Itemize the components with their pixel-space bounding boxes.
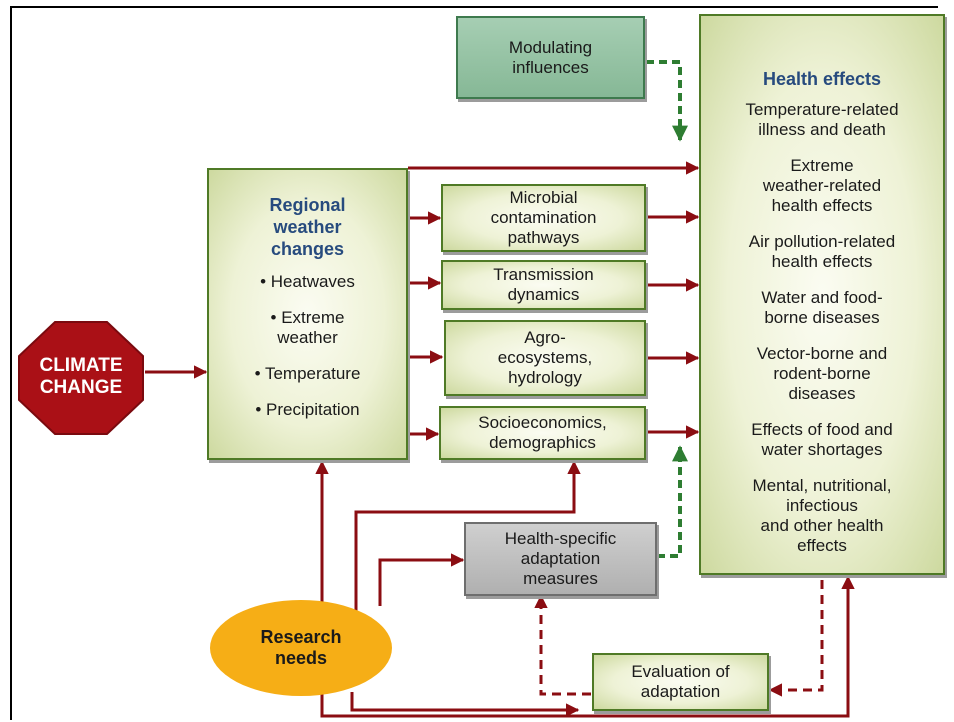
arrow-research-to-adaptation (378, 553, 465, 606)
agro-ecosystems-box: Agro- ecosystems, hydrology (444, 320, 646, 396)
health-item-temperature: Temperature-related illness and death (745, 100, 899, 139)
evaluation-of-adaptation-label: Evaluation of adaptation (631, 662, 730, 701)
arrow-research-to-health (320, 575, 855, 718)
agro-ecosystems-label: Agro- ecosystems, hydrology (497, 328, 593, 387)
health-effects-list: Temperature-related illness and death Ex… (739, 100, 904, 572)
arrow-modulating-to-health (646, 60, 688, 142)
arrow-health-to-evaluation (768, 580, 824, 697)
regional-item-extreme-weather: • Extreme weather (270, 308, 345, 347)
regional-item-temperature: • Temperature (254, 364, 361, 383)
modulating-influences-box: Modulating influences (456, 16, 645, 99)
regional-weather-title: Regional weather changes (269, 195, 346, 259)
microbial-contamination-box: Microbial contamination pathways (441, 184, 646, 252)
health-item-water-food: Water and food- borne diseases (761, 288, 883, 327)
arrow-research-to-evaluation (350, 692, 580, 717)
health-item-shortages: Effects of food and water shortages (751, 420, 893, 459)
regional-item-heatwaves: • Heatwaves (260, 272, 355, 291)
modulating-influences-label: Modulating influences (508, 37, 593, 77)
arrow-adaptation-to-health (657, 445, 688, 558)
research-needs-oval: Research needs (210, 600, 392, 696)
research-needs-label: Research needs (260, 627, 342, 668)
health-effects-title: Health effects (762, 69, 882, 89)
transmission-dynamics-box: Transmission dynamics (441, 260, 646, 310)
health-item-air-pollution: Air pollution-related health effects (748, 232, 896, 271)
health-item-mental-nutritional: Mental, nutritional, infectious and othe… (752, 476, 892, 555)
adaptation-measures-box: Health-specific adaptation measures (464, 522, 657, 596)
arrow-evaluation-to-adaptation (534, 594, 591, 696)
regional-weather-list: • Heatwaves • Extreme weather • Temperat… (255, 272, 361, 436)
adaptation-measures-label: Health-specific adaptation measures (504, 529, 617, 588)
regional-item-precipitation: • Precipitation (255, 400, 360, 419)
transmission-dynamics-label: Transmission dynamics (493, 265, 594, 304)
microbial-contamination-label: Microbial contamination pathways (490, 188, 597, 247)
socioeconomics-label: Socioeconomics, demographics (478, 413, 607, 452)
regional-weather-changes-box: Regional weather changes • Heatwaves • E… (207, 168, 408, 460)
climate-change-label: CLIMATE CHANGE (39, 355, 123, 398)
climate-change-stop-sign (18, 321, 144, 435)
health-item-vector-borne: Vector-borne and rodent-borne diseases (756, 344, 888, 403)
diagram-frame (10, 6, 938, 720)
arrow-research-to-socio (354, 460, 581, 612)
health-effects-box: Health effects Temperature-related illne… (699, 14, 945, 575)
health-item-extreme-weather: Extreme weather-related health effects (762, 156, 882, 215)
evaluation-of-adaptation-box: Evaluation of adaptation (592, 653, 769, 711)
socioeconomics-box: Socioeconomics, demographics (439, 406, 646, 460)
